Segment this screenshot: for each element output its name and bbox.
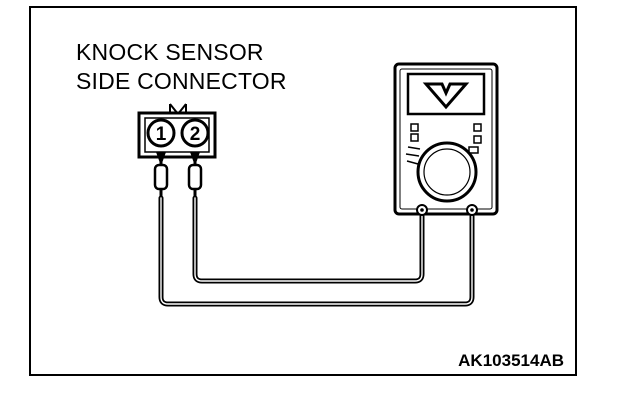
selector-dial — [416, 141, 478, 203]
lead-pin-2 — [192, 195, 425, 284]
pin-1-label: 1 — [156, 124, 167, 145]
connector-title: KNOCK SENSOR SIDE CONNECTOR — [76, 38, 287, 96]
title-line-1: KNOCK SENSOR — [76, 39, 264, 65]
pin-2-label: 2 — [190, 124, 201, 145]
multimeter-buttons-left — [405, 123, 421, 165]
pin-1-circle — [146, 118, 176, 148]
figure-code: AK103514AB — [458, 351, 564, 370]
knock-sensor-connector: 1 2 — [137, 111, 217, 159]
probe-1 — [153, 152, 169, 198]
title-line-2: SIDE CONNECTOR — [76, 68, 287, 94]
test-leads — [158, 195, 475, 307]
pin-2-circle — [180, 118, 210, 148]
probe-2 — [187, 152, 203, 198]
multimeter-buttons-right — [468, 123, 482, 154]
voltage-symbol-icon — [422, 82, 470, 110]
multimeter: V — [393, 62, 499, 216]
